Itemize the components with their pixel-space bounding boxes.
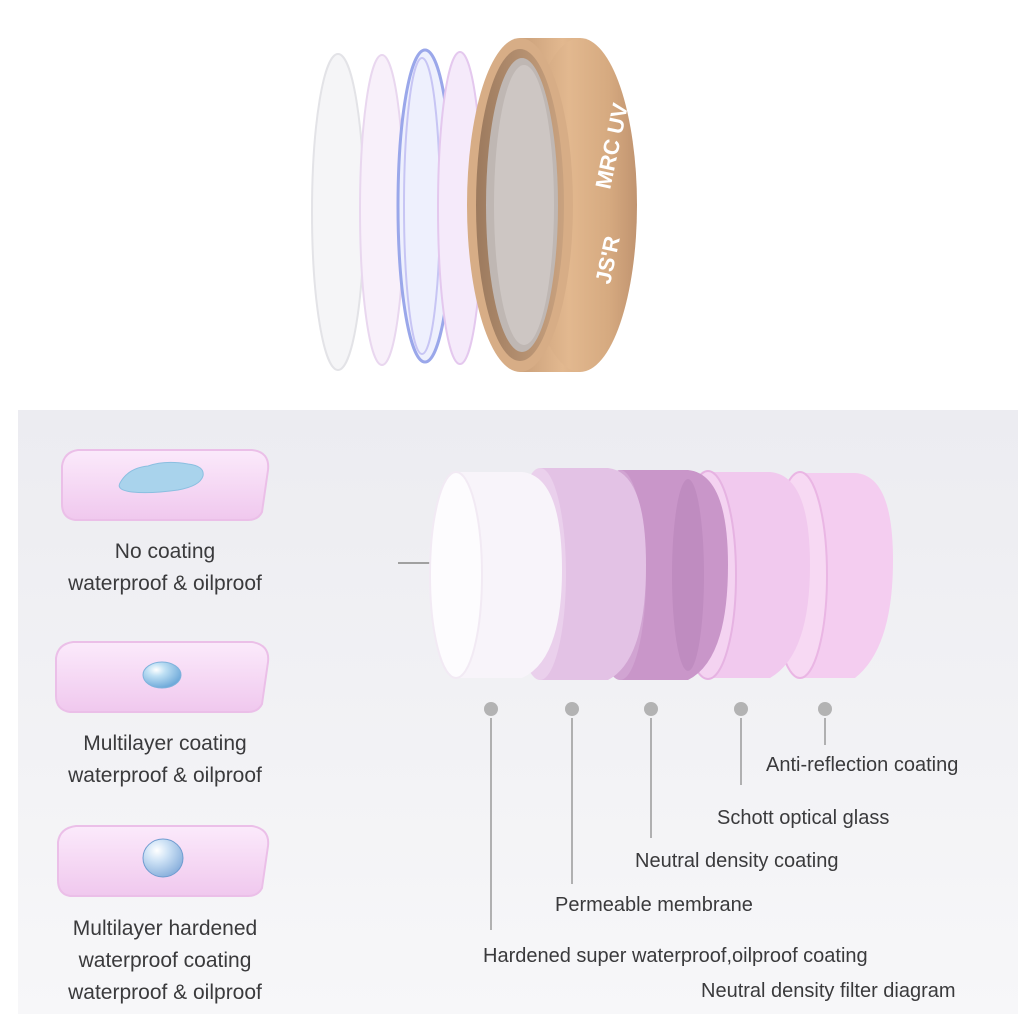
filter-product-illustration: JS'R MRC UV (311, 38, 637, 372)
leader-dot-anti-reflection (818, 702, 832, 716)
gold-filter-ring: JS'R MRC UV (467, 38, 637, 372)
comparison-caption-1: No coating waterproof & oilproof (68, 540, 262, 595)
water-droplet-icon (142, 838, 184, 878)
label-permeable-membrane: Permeable membrane (555, 894, 753, 916)
tile-multilayer-coating (55, 641, 270, 713)
layer-stack (429, 468, 893, 680)
leader-dot-schott (734, 702, 748, 716)
water-spread-icon (118, 461, 204, 494)
layer-hardened-coating (429, 471, 562, 679)
leader-dot-hardened (484, 702, 498, 716)
diagram-caption: Neutral density filter diagram (701, 980, 956, 1002)
glass-disc-3 (396, 48, 454, 364)
comparison-caption-2: Multilayer coating waterproof & oilproof (68, 732, 262, 787)
leader-lines (484, 702, 832, 930)
label-nd-coating: Neutral density coating (635, 850, 839, 872)
leader-dot-membrane (565, 702, 579, 716)
water-bead-icon (142, 661, 182, 689)
label-hardened-coating: Hardened super waterproof,oilproof coati… (483, 945, 868, 967)
comparison-caption-3: Multilayer hardened waterproof coating w… (68, 917, 262, 1004)
label-schott-glass: Schott optical glass (717, 807, 890, 829)
label-anti-reflection: Anti-reflection coating (766, 754, 959, 776)
tile-multilayer-hardened (57, 825, 270, 897)
leader-dot-nd-coating (644, 702, 658, 716)
tile-no-coating (61, 449, 270, 521)
